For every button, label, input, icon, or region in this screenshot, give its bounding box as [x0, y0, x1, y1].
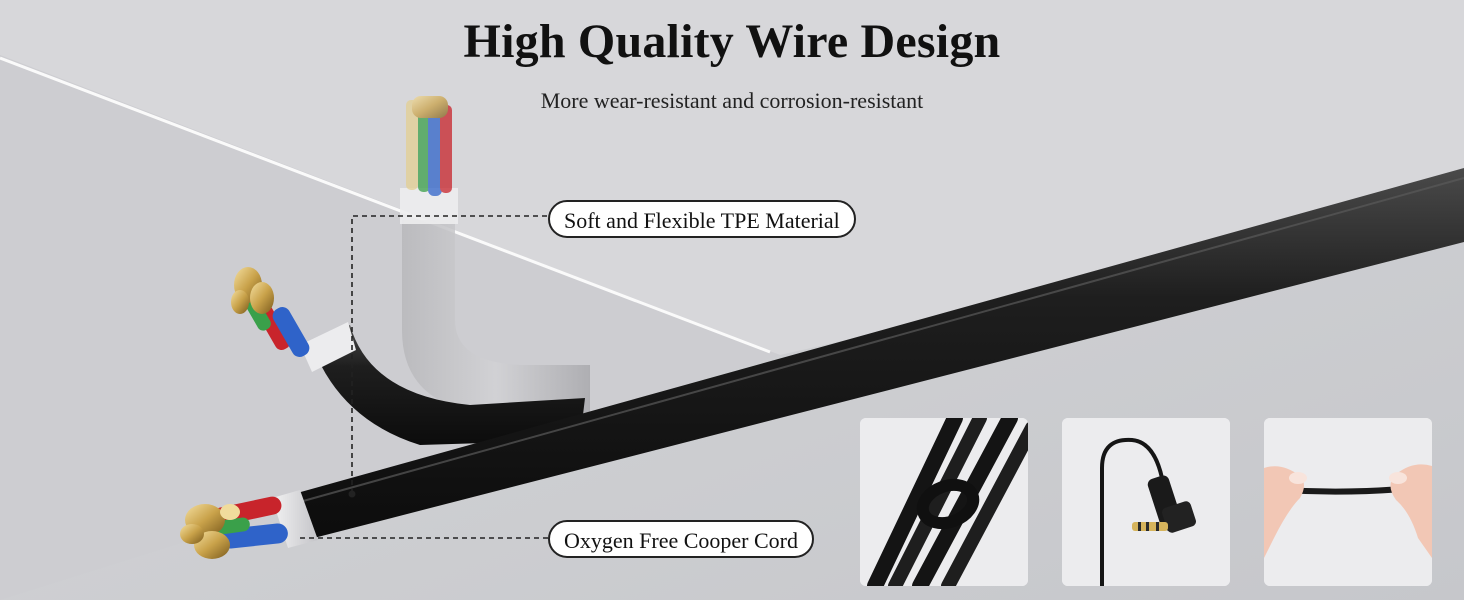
background-floor [0, 55, 780, 600]
background-wall [0, 0, 1464, 355]
tpe-leader-line [351, 215, 548, 494]
ghost-cable [402, 220, 590, 415]
light-streak [0, 56, 771, 354]
main-cable-wires [180, 496, 288, 559]
ghost-cable-wires [406, 96, 452, 196]
tpe-material-callout: Soft and Flexible TPE Material [548, 200, 856, 238]
page-subtitle: More wear-resistant and corrosion-resist… [540, 88, 924, 113]
bent-black-cable [312, 325, 585, 445]
bent-cable-wires [231, 267, 310, 357]
copper-cord-callout: Oxygen Free Cooper Cord [548, 520, 815, 558]
main-black-cable [290, 168, 1464, 540]
thumbnail-interlinked-cables [860, 418, 1028, 586]
bent-cable-jacket [300, 322, 356, 372]
page-title: High Quality Wire Design [463, 15, 1001, 68]
ghost-cable-jacket [400, 188, 458, 224]
thumbnail-hands-flexing-cable [1264, 418, 1432, 586]
thumbnail-right-angle-plug [1062, 418, 1230, 586]
tpe-leader-dot [348, 490, 356, 498]
